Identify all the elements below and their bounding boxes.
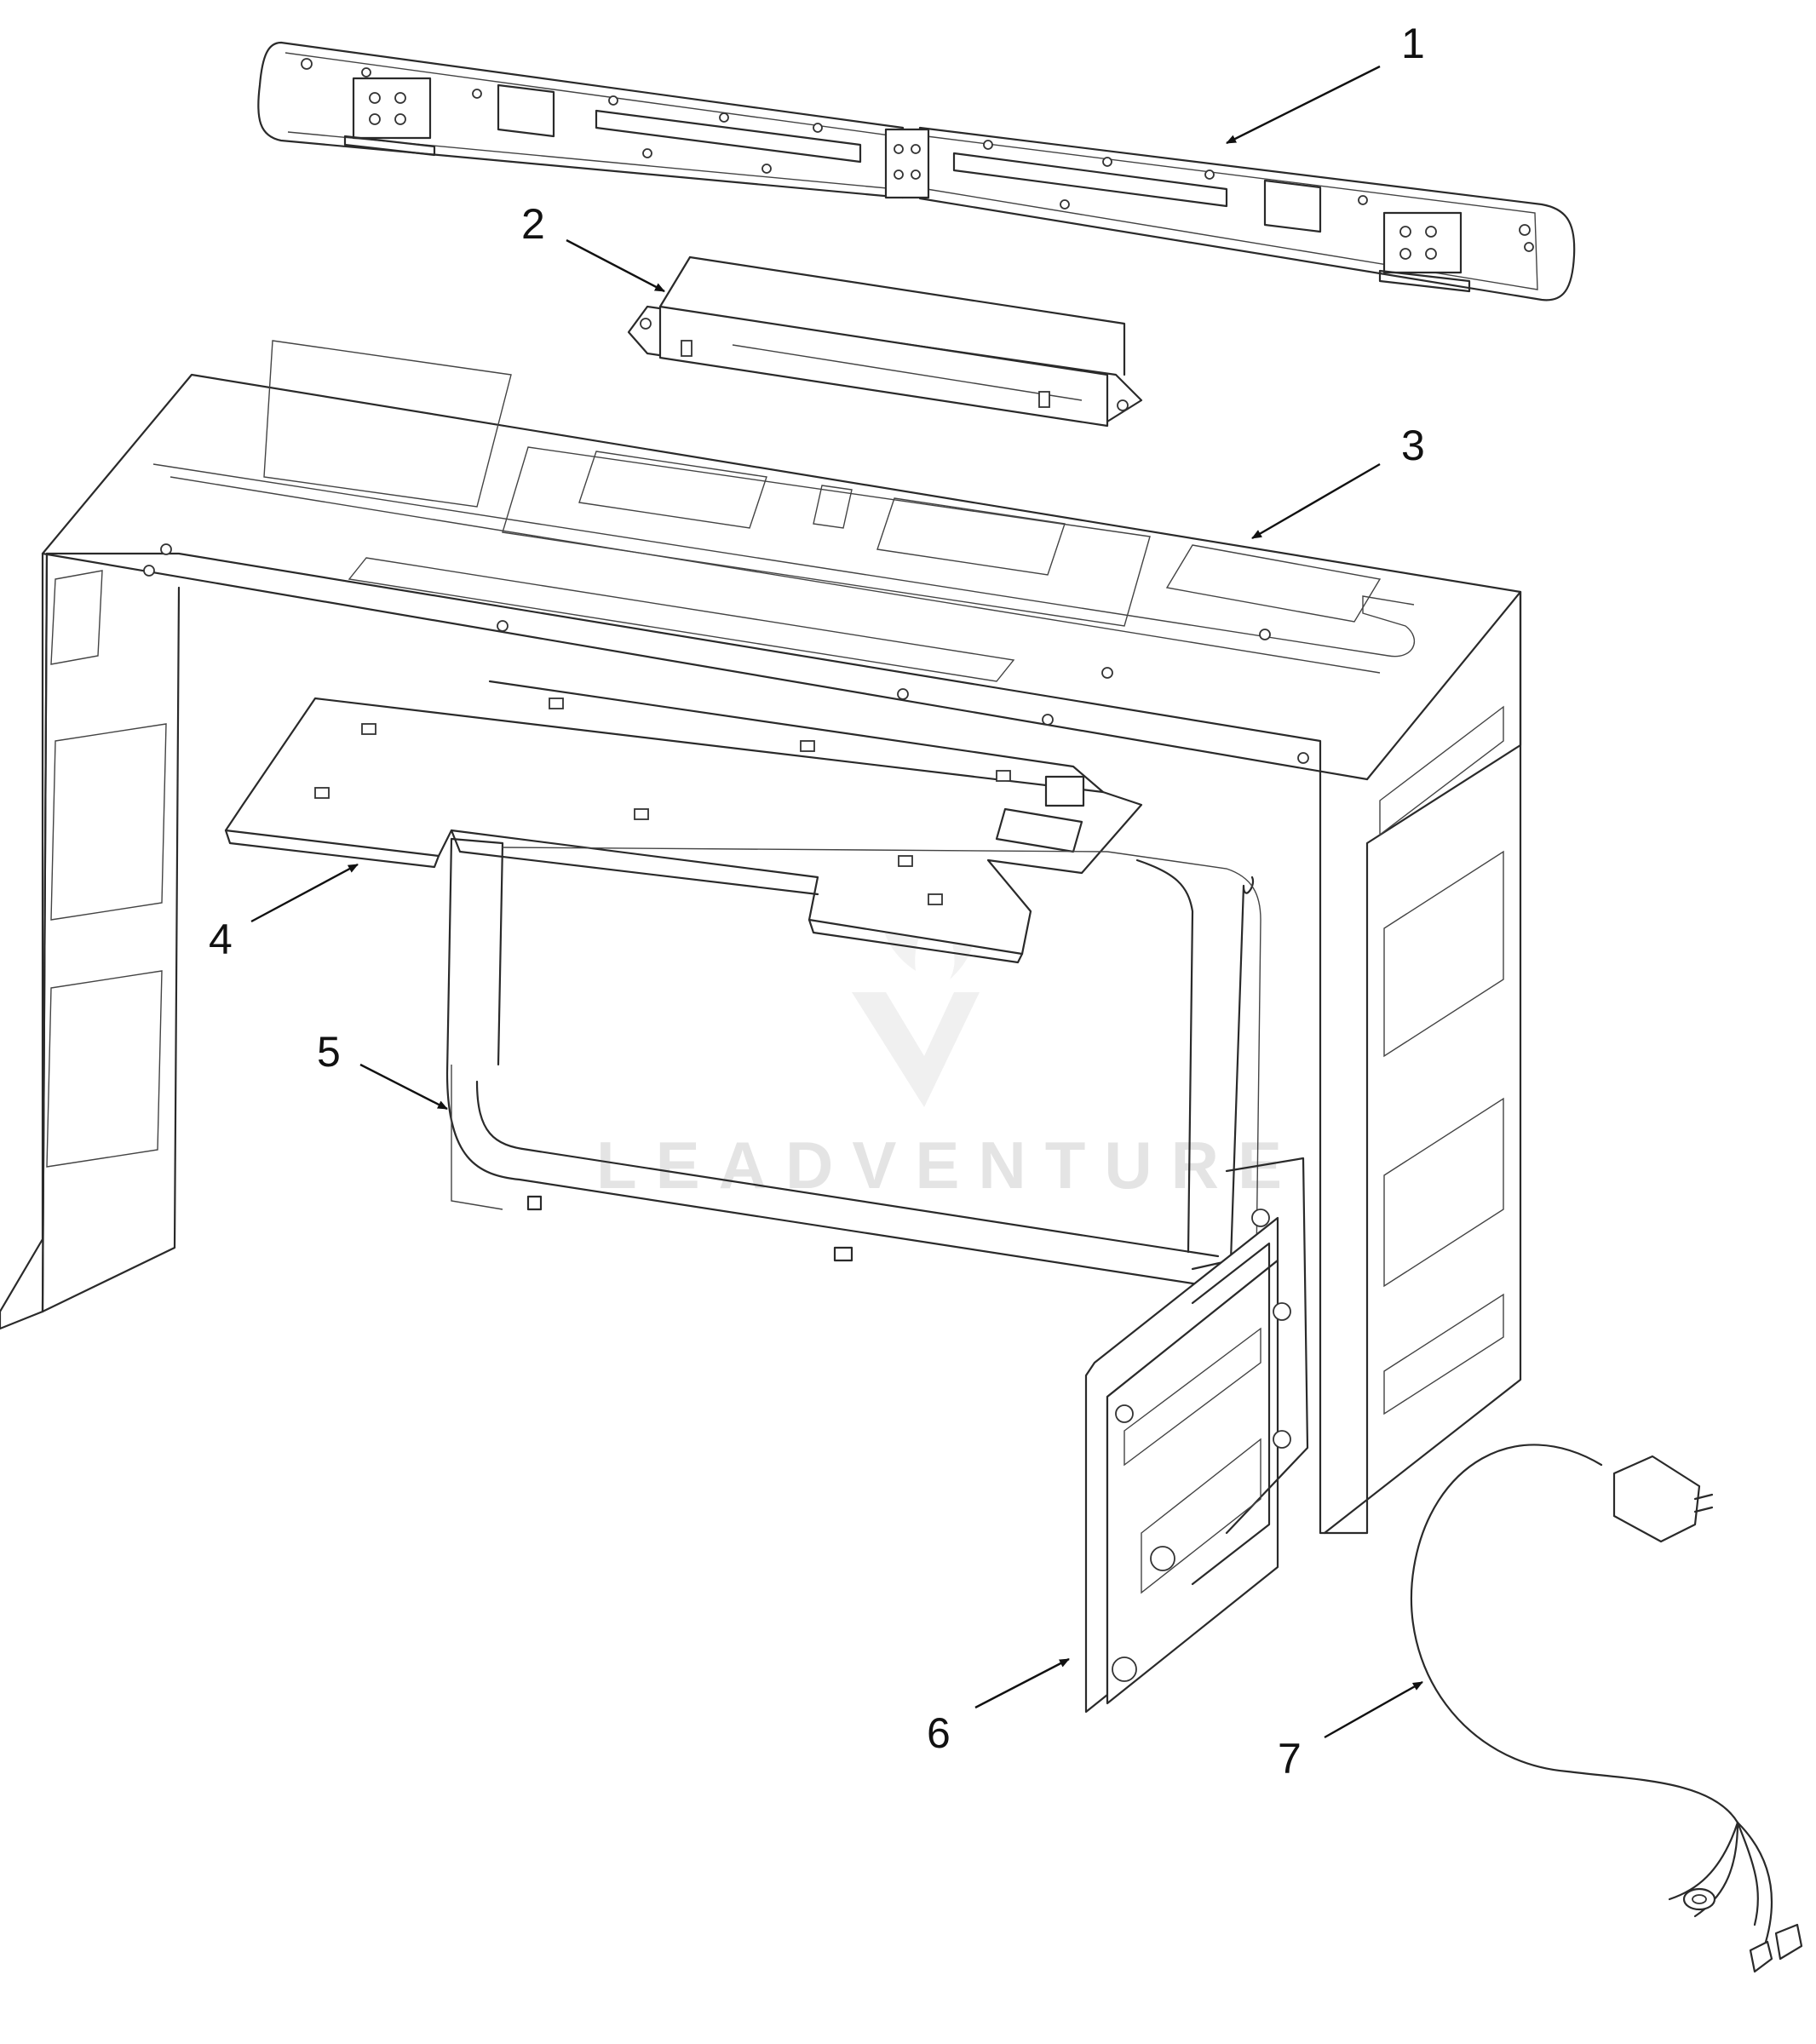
leader-5 [359, 1063, 448, 1111]
callout-5: 5 [317, 1028, 341, 1076]
leader-3 [1251, 462, 1381, 540]
part-3-enclosure [0, 340, 1522, 1535]
leader-2 [566, 238, 665, 293]
callout-labels: 1 2 3 4 5 6 7 [209, 20, 1425, 1783]
watermark-text: LEADVENTURE [596, 1128, 1301, 1203]
leader-1 [1226, 65, 1381, 145]
part-1-mounting-bar [257, 41, 1576, 301]
callout-7: 7 [1278, 1735, 1302, 1783]
leader-6 [974, 1657, 1070, 1709]
callout-2: 2 [521, 200, 545, 248]
leader-4 [250, 863, 359, 923]
part-7-power-cord [1410, 1444, 1803, 1973]
part-6-side-panel [1084, 1157, 1309, 1714]
callout-6: 6 [927, 1709, 951, 1757]
callout-1: 1 [1401, 20, 1425, 67]
leader-7 [1324, 1680, 1423, 1739]
part-2-tray [627, 256, 1143, 428]
part-5-frame [445, 837, 1261, 1288]
part-4-bracket [224, 680, 1143, 964]
callout-3: 3 [1401, 422, 1425, 469]
callout-4: 4 [209, 916, 233, 963]
leader-lines [250, 65, 1423, 1739]
